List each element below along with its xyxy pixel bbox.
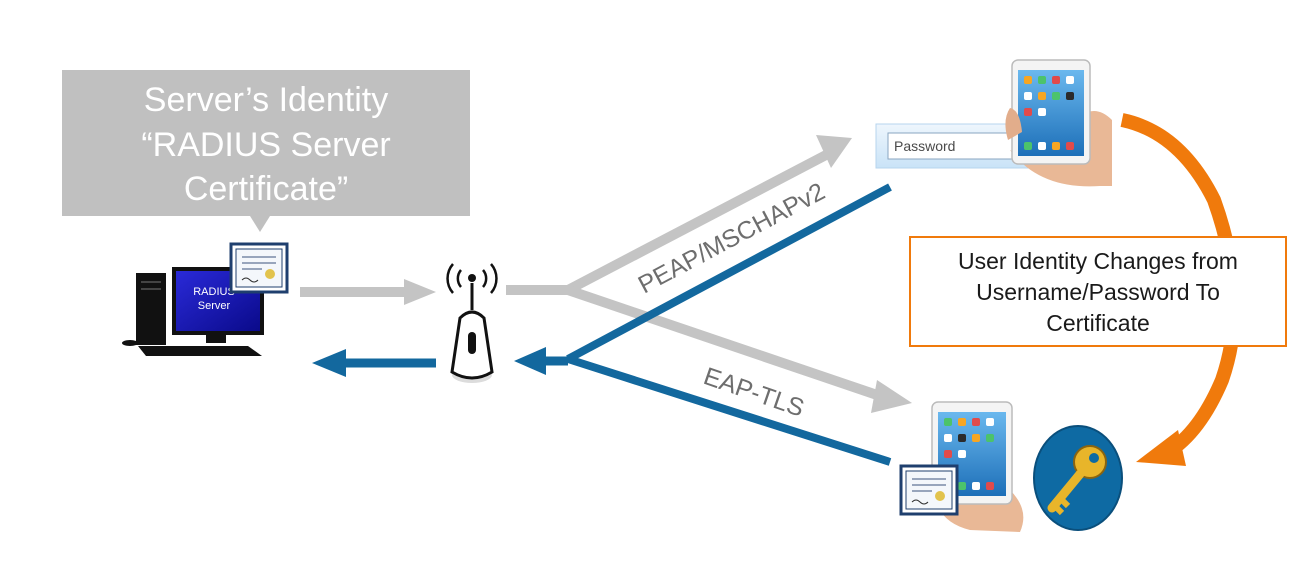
identity-change-box: User Identity Changes from Username/Pass…: [909, 236, 1287, 347]
blue-arrow-devices-to-ap: [514, 183, 892, 466]
server-screen-line-1: RADIUS: [193, 286, 235, 298]
callout-line-2: “RADIUS Server: [141, 126, 390, 164]
callout-line-3: Certificate”: [184, 170, 348, 208]
keyboard-icon: [138, 346, 262, 356]
key-icon: [1033, 425, 1123, 531]
eap-tls-label: EAP-TLS: [700, 362, 808, 422]
gray-arrow-server-to-ap: [300, 279, 436, 305]
identity-line-1: User Identity Changes from: [958, 248, 1238, 274]
top-tablet-in-hand: [1005, 59, 1112, 187]
gray-arrow-ap-to-devices: [506, 135, 912, 413]
server-screen-line-2: Server: [198, 300, 231, 312]
blue-arrow-ap-to-server: [312, 349, 436, 377]
callout-line-1: Server’s Identity: [144, 81, 388, 119]
identity-line-2: Username/Password To: [976, 279, 1220, 305]
mouse-icon: [122, 340, 138, 346]
client-certificate-icon: [899, 464, 959, 516]
password-placeholder: Password: [894, 138, 955, 154]
identity-line-3: Certificate: [1046, 310, 1150, 336]
access-point-icon: [446, 263, 498, 383]
server-certificate-icon: [229, 242, 289, 294]
tower-icon: [136, 273, 166, 345]
server-identity-callout: Server’s Identity “RADIUS Server Certifi…: [62, 70, 470, 232]
